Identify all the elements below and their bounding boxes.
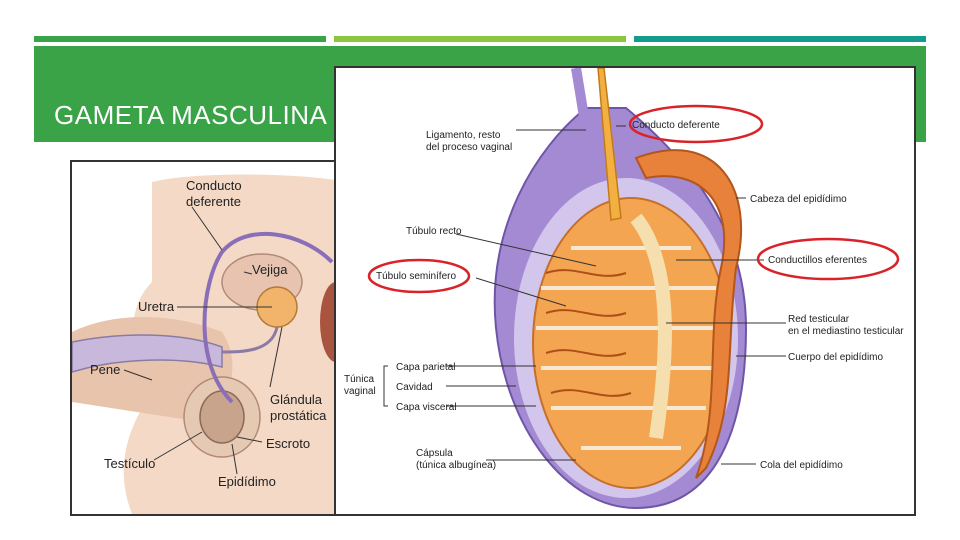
label-pene: Pene [90, 362, 120, 377]
male-reproductive-diagram: Conducto deferente Vejiga Uretra Pene Gl… [70, 160, 350, 516]
highlight-tubulo-seminifero [367, 258, 471, 294]
label-red-testicular-1: Red testicular [788, 314, 850, 325]
label-glandula-2: prostática [270, 408, 327, 423]
label-capsula-1: Cápsula [416, 448, 453, 459]
label-conducto-deferente-2: deferente [186, 194, 241, 209]
label-epididimo: Epidídimo [218, 474, 276, 489]
testis-illustration: Ligamento, resto del proceso vaginal Túb… [344, 68, 904, 510]
label-escroto: Escroto [266, 436, 310, 451]
label-tunica-1: Túnica [344, 374, 374, 385]
label-cola-epididimo: Cola del epidídimo [760, 460, 843, 471]
label-glandula-1: Glándula [270, 392, 323, 407]
testis-cross-section-diagram: Ligamento, resto del proceso vaginal Túb… [334, 66, 916, 516]
top-bar-green [34, 36, 326, 42]
label-cavidad: Cavidad [396, 382, 433, 393]
label-conducto-deferente-1: Conducto [186, 178, 242, 193]
male-anatomy-illustration: Conducto deferente Vejiga Uretra Pene Gl… [72, 174, 348, 514]
label-capsula-2: (túnica albugínea) [416, 460, 496, 471]
label-tubulo-recto: Túbulo recto [406, 226, 462, 237]
label-ligamento-2: del proceso vaginal [426, 142, 512, 153]
label-capa-visceral: Capa visceral [396, 402, 457, 413]
label-tubulo-seminifero: Túbulo seminífero [376, 271, 456, 282]
label-cuerpo-epididimo: Cuerpo del epidídimo [788, 352, 883, 363]
label-tunica-2: vaginal [344, 386, 376, 397]
label-capa-parietal: Capa parietal [396, 362, 455, 373]
top-bar-lime [334, 36, 626, 42]
label-red-testicular-2: en el mediastino testicular [788, 326, 904, 337]
label-conducto-deferente: Conducto deferente [632, 120, 720, 131]
label-uretra: Uretra [138, 299, 175, 314]
slide-title: GAMETA MASCULINA [54, 100, 328, 130]
highlight-conducto-deferente [628, 104, 764, 144]
top-bar-teal [634, 36, 926, 42]
label-conductillos-eferentes: Conductillos eferentes [768, 255, 867, 266]
label-vejiga: Vejiga [252, 262, 288, 277]
label-ligamento-1: Ligamento, resto [426, 130, 501, 141]
highlight-conductillos-eferentes [756, 237, 900, 281]
label-testiculo: Testículo [104, 456, 155, 471]
label-cabeza-epididimo: Cabeza del epidídimo [750, 194, 847, 205]
